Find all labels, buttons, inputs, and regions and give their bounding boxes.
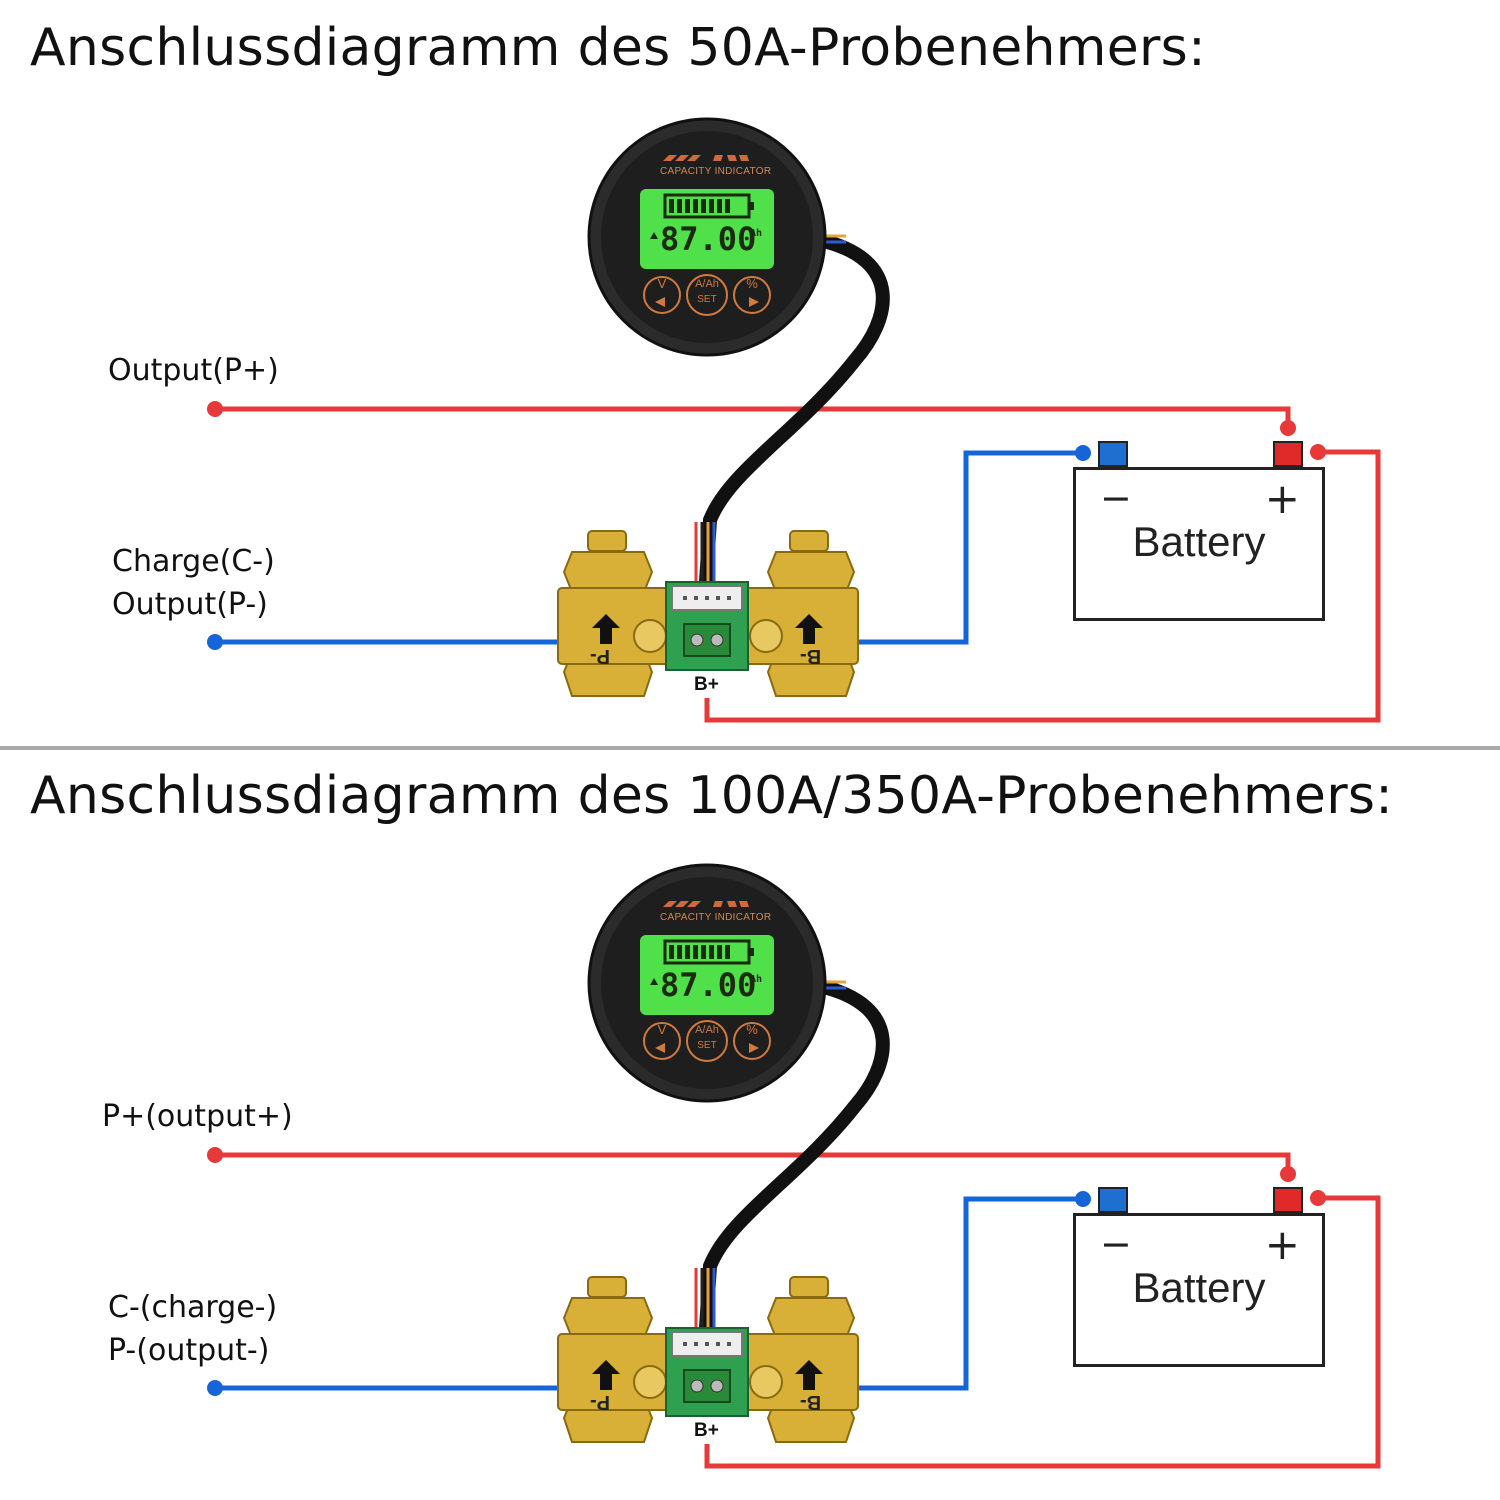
battery-minus-sign: − [1100, 1222, 1132, 1266]
meter-header: CAPACITY INDICATOR [660, 166, 772, 177]
terminal-screw-icon [710, 1379, 724, 1393]
lcd-indicator-icon [650, 232, 658, 239]
button-a-ah-set [686, 274, 728, 316]
shunt-p-minus-label: P- [590, 645, 610, 667]
right-top-nut [766, 551, 856, 593]
button-v-left [643, 1022, 681, 1060]
b-plus-junction-dot [1310, 1190, 1326, 1206]
left-top-nut [562, 1297, 654, 1339]
label-positive-output: Output(P+) [108, 353, 279, 388]
battery-positive-terminal [1273, 1187, 1303, 1213]
button-v-left [643, 276, 681, 314]
label-output-negative: Output(P-) [112, 587, 268, 622]
meter-reading: 87.00 [660, 220, 757, 258]
battery: − + Battery [1073, 1213, 1325, 1367]
battery-label: Battery [1132, 1264, 1266, 1311]
right-arrow-icon [749, 297, 759, 307]
wiring-diagram-100a-350a [207, 863, 1381, 1469]
battery-negative-terminal [1098, 441, 1128, 467]
button-a-ah-set [686, 1020, 728, 1062]
left-top-nut [562, 551, 654, 593]
battery: − + Battery [1073, 467, 1325, 621]
logo-stripes [663, 155, 749, 161]
diagram-50a: Anschlussdiagramm des 50A-Probenehmers: … [30, 18, 1381, 723]
positive-output-wire [215, 1152, 1291, 1174]
negative-output-terminal-dot [207, 1380, 223, 1396]
left-arrow-icon [655, 1043, 665, 1053]
positive-output-terminal-dot [207, 1147, 223, 1163]
battery-negative-terminal [1098, 1187, 1128, 1213]
p-minus-arrow-icon [592, 614, 620, 644]
battery-negative-junction-dot [1075, 445, 1091, 461]
button-a-ah-label: A/Ah [695, 278, 719, 290]
shunt [557, 530, 859, 697]
battery-positive-terminal [1273, 441, 1303, 467]
battery-negative-wire [818, 1196, 1083, 1391]
label-positive-output: P+(output+) [102, 1099, 293, 1134]
capacity-meter [587, 863, 827, 1103]
meter-header: CAPACITY INDICATOR [660, 912, 772, 923]
button-percent-right [733, 1022, 771, 1060]
section-divider [0, 746, 1500, 750]
label-charge-negative: C-(charge-) [108, 1290, 278, 1325]
shunt-p-minus-label: P- [590, 1391, 610, 1413]
meter-unit: Ah [750, 974, 763, 985]
meter-cable [699, 979, 890, 1335]
cable-colored-wires [694, 1268, 716, 1328]
lcd-indicator-icon [650, 978, 658, 985]
p-minus-arrow-icon [592, 1360, 620, 1390]
b-plus-junction-dot [1310, 444, 1326, 460]
button-v-label: V [657, 276, 667, 291]
button-a-ah-label: A/Ah [695, 1024, 719, 1036]
battery-bars [669, 945, 730, 959]
battery-plus-sign: + [1264, 1220, 1300, 1269]
battery-label: Battery [1132, 518, 1266, 565]
right-arrow-icon [749, 1043, 759, 1053]
battery-plus-sign: + [1264, 474, 1300, 523]
button-percent-label: % [746, 276, 758, 291]
button-set-label: SET [697, 294, 717, 305]
capacity-meter [587, 117, 827, 357]
meter-unit: Ah [750, 228, 763, 239]
b-minus-arrow-icon [795, 614, 823, 644]
right-top-nut [766, 1297, 856, 1339]
button-v-label: V [657, 1022, 667, 1037]
button-percent-right [733, 276, 771, 314]
battery-minus-sign: − [1100, 476, 1132, 520]
battery-bars [669, 199, 730, 213]
terminal-screw-icon [690, 633, 704, 647]
diagram-title: Anschlussdiagramm des 100A/350A-Probeneh… [30, 766, 1394, 826]
b-plus-sense-wire [704, 1195, 1381, 1469]
shunt [557, 1276, 859, 1443]
battery-negative-junction-dot [1075, 1191, 1091, 1207]
shunt-b-minus-label: B- [800, 645, 822, 667]
shunt-b-plus-label: B+ [694, 1420, 719, 1441]
left-arrow-icon [655, 297, 665, 307]
shunt-b-minus-label: B- [800, 1391, 822, 1413]
battery-negative-wire [818, 450, 1083, 645]
b-minus-arrow-icon [795, 1360, 823, 1390]
button-set-label: SET [697, 1040, 717, 1051]
cable-colored-wires [694, 522, 716, 582]
meter-reading: 87.00 [660, 966, 757, 1004]
shunt-b-plus-label: B+ [694, 674, 719, 695]
negative-output-terminal-dot [207, 634, 223, 650]
terminal-screw-icon [710, 633, 724, 647]
b-plus-sense-wire [704, 449, 1381, 723]
diagram-title: Anschlussdiagramm des 50A-Probenehmers: [30, 18, 1206, 78]
positive-output-terminal-dot [207, 401, 223, 417]
label-output-negative: P-(output-) [108, 1333, 270, 1368]
diagram-100a-350a: Anschlussdiagramm des 100A/350A-Probeneh… [0, 746, 1500, 1496]
positive-output-wire [215, 406, 1291, 428]
positive-junction-dot [1280, 1166, 1296, 1182]
wiring-diagram-50a [207, 117, 1381, 723]
positive-junction-dot [1280, 420, 1296, 436]
label-charge-negative: Charge(C-) [112, 544, 275, 579]
button-percent-label: % [746, 1022, 758, 1037]
terminal-screw-icon [690, 1379, 704, 1393]
logo-stripes [663, 901, 749, 907]
meter-cable [699, 233, 890, 589]
